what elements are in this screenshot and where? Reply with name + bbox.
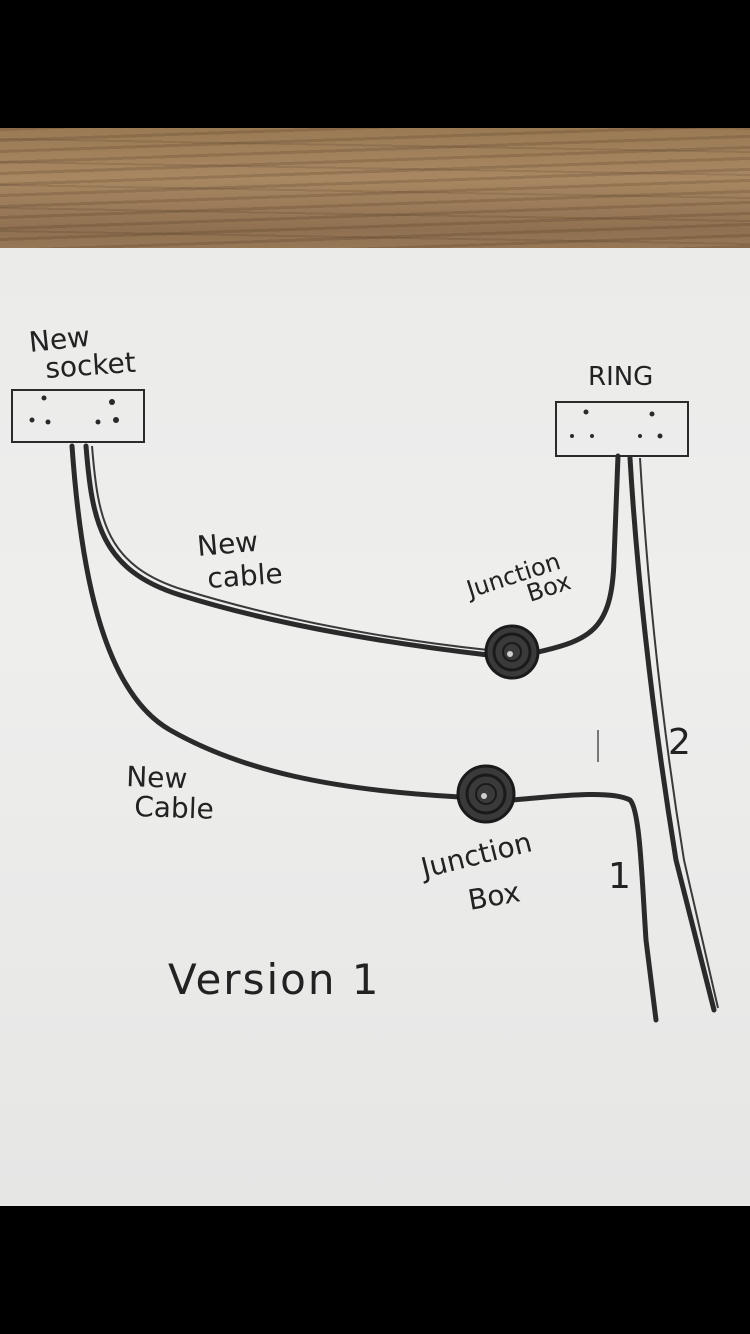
lower-cable-label-line2: Cable bbox=[134, 790, 215, 826]
socket-pin bbox=[583, 409, 589, 415]
lower-cable-label-line1: New bbox=[126, 760, 188, 795]
upper-cable-label-line2: cable bbox=[206, 557, 283, 595]
upper-new-cable-edge bbox=[91, 445, 489, 651]
upper-ring-feed-cable bbox=[535, 453, 621, 655]
ring-cable-2-label: 2 bbox=[668, 722, 691, 763]
paper-sheet bbox=[0, 248, 750, 1206]
lower-new-cable bbox=[69, 443, 463, 800]
socket-pin bbox=[657, 433, 663, 439]
socket-pin bbox=[113, 417, 119, 423]
ring-label: RING bbox=[588, 362, 653, 392]
new-socket bbox=[11, 389, 145, 443]
version-caption: Version 1 bbox=[168, 955, 381, 1004]
top-black-bar bbox=[0, 0, 750, 128]
socket-pin bbox=[649, 411, 655, 417]
ring-cable-1-label: 1 bbox=[608, 856, 631, 897]
new-socket-label-line1: New bbox=[27, 320, 91, 359]
ring-cable-2-edge bbox=[639, 457, 719, 1009]
upper-junction-box bbox=[484, 624, 540, 680]
socket-pin bbox=[45, 419, 51, 425]
socket-pin bbox=[41, 395, 47, 401]
socket-pin bbox=[95, 419, 101, 425]
socket-pin bbox=[29, 417, 35, 423]
lower-junction-box bbox=[456, 764, 516, 824]
lower-junction-label-line1: Junction bbox=[416, 825, 535, 885]
new-socket-label-line2: socket bbox=[44, 346, 137, 385]
upper-cable-label-line1: New bbox=[196, 525, 260, 563]
socket-pin bbox=[638, 434, 642, 438]
upper-new-cable bbox=[83, 443, 491, 658]
ring-socket bbox=[555, 401, 689, 457]
socket-pin bbox=[109, 399, 115, 405]
ring-cable-1 bbox=[509, 792, 659, 1023]
lower-junction-label-line2: Box bbox=[465, 875, 522, 917]
bottom-black-bar bbox=[0, 1206, 750, 1334]
ring-cable-2 bbox=[627, 455, 717, 1013]
socket-pin bbox=[570, 434, 574, 438]
new-socket-box bbox=[11, 389, 145, 443]
ring-socket-box bbox=[555, 401, 689, 457]
socket-pin bbox=[590, 434, 594, 438]
